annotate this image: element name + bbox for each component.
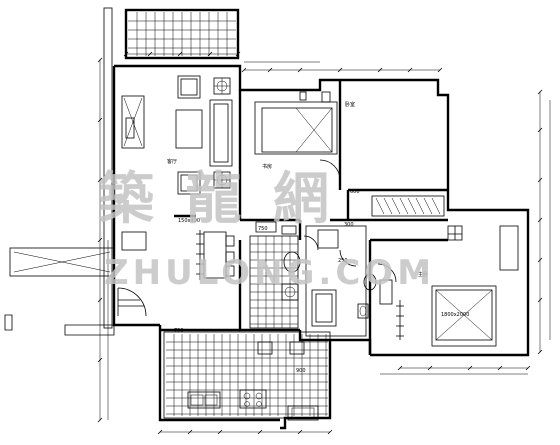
dim-250: 250 — [338, 258, 348, 264]
master-bedroom-label: 主卧 — [418, 271, 428, 278]
dim-300: 300 — [344, 222, 354, 228]
study-label: 书房 — [262, 163, 272, 170]
wardrobe — [371, 195, 445, 217]
living-room-furniture — [121, 75, 235, 280]
corridor-width: 600 — [350, 189, 360, 195]
bedroom-top-label: 卧室 — [345, 101, 355, 108]
dimension-ticks — [97, 51, 543, 435]
dimension-lines — [97, 51, 551, 435]
bathroom-1-tiles — [250, 236, 298, 328]
living-room-label: 客厅 — [167, 158, 177, 165]
kitchen-tile-grid — [166, 334, 328, 416]
sofa-size-label: 150x400 — [178, 218, 200, 224]
bathroom-2 — [303, 225, 393, 337]
watermark-chinese: 築 龍 網 — [98, 167, 335, 232]
dim-900: 900 — [296, 368, 306, 374]
balcony-top — [124, 8, 240, 60]
dim-720: 720 — [174, 328, 184, 334]
bedroom-top-furniture — [254, 91, 341, 181]
watermark-english: ZHULONG.COM — [104, 253, 435, 293]
bathroom-1 — [249, 221, 301, 329]
balcony-tile-grid — [128, 12, 236, 56]
master-bedroom-furniture — [377, 225, 519, 347]
kitchen — [163, 331, 331, 421]
entry-area — [117, 287, 147, 317]
bed-size-label: 1800x2000 — [441, 312, 469, 318]
dim-750: 750 — [258, 226, 268, 232]
